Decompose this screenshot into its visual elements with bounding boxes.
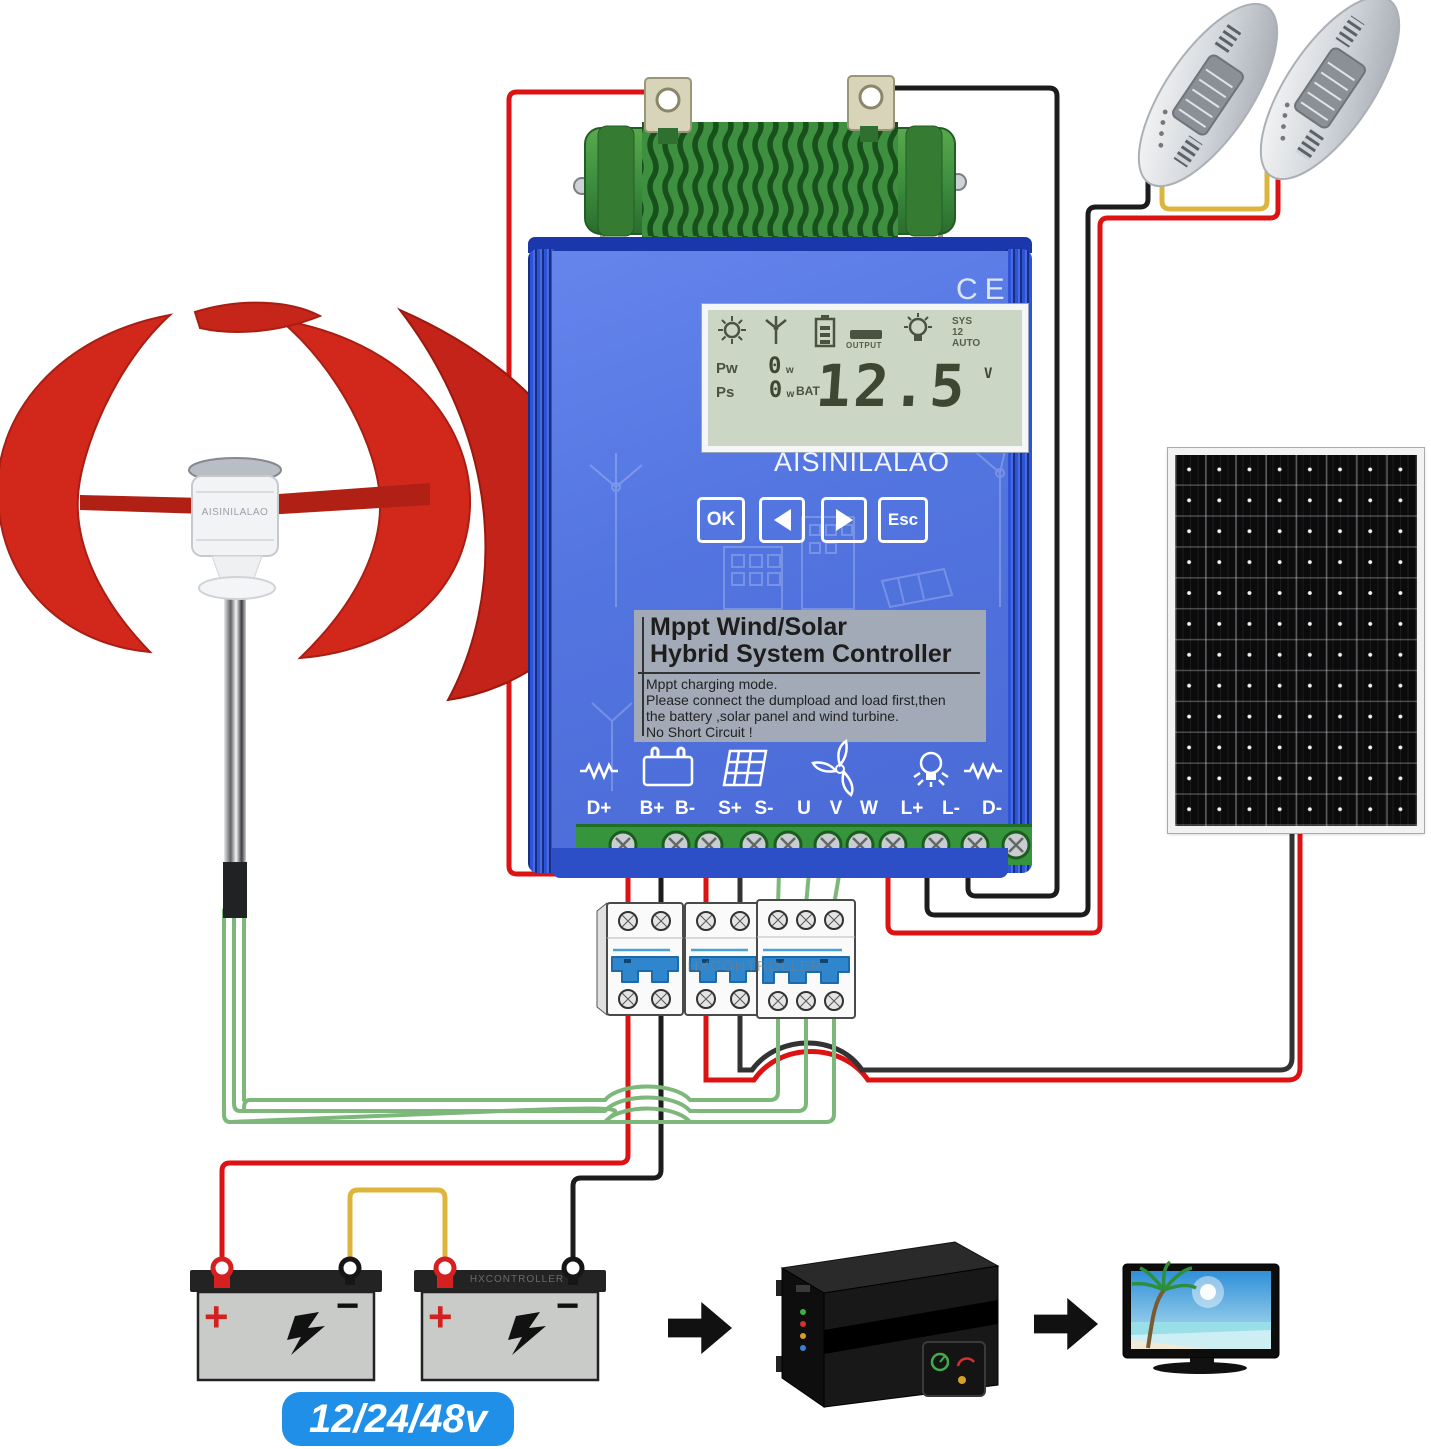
output-bar: [850, 330, 882, 339]
wire-dumpload-positive: [506, 89, 648, 877]
lamp-icon: [904, 313, 932, 341]
turbine-arm-left: [80, 495, 205, 514]
circuit-breaker-1: [596, 902, 684, 1016]
terminal-icons: [580, 739, 1002, 797]
street-light-right: [1259, 0, 1401, 181]
bat-label: BAT: [796, 384, 820, 398]
terminal-label-w: W: [860, 798, 878, 819]
turbine-brand: AISINILALAO: [201, 507, 269, 518]
ce-mark: CE: [956, 273, 1012, 306]
battery1-minus: −: [336, 1284, 360, 1328]
turbine-blade-right: [276, 318, 472, 660]
lcd-display: OUTPUT SYS 12 AUTO Pw 0 w: [702, 304, 1028, 452]
pw-row: Pw 0 w: [716, 354, 794, 379]
sys-indicator: SYS 12 AUTO: [952, 316, 981, 349]
street-light-left: [1137, 2, 1279, 188]
turbine-pole: [224, 570, 246, 862]
lamp-terminal-icon: [913, 751, 949, 787]
terminal-label-lplus: L+: [900, 798, 924, 819]
turbine-pole-foot: [223, 862, 247, 918]
breaker-watermark: HXCONTROLLER: [687, 958, 823, 975]
palm-tree: [1146, 1288, 1166, 1349]
heatsink-fins-left: [528, 249, 554, 873]
led-panel: [1172, 54, 1244, 136]
lightning-icon: [287, 1312, 325, 1355]
led-panel: [1294, 47, 1366, 129]
wire-light-link-yellow: [1159, 155, 1270, 212]
turbine-blade-top: [193, 301, 323, 333]
battery-icon: [814, 315, 836, 348]
label-title: Mppt Wind/Solar Hybrid System Controller: [650, 613, 952, 668]
battery-watermark: HXCONTROLLER: [469, 1274, 565, 1285]
dump-load-resistor: [573, 75, 967, 252]
tv: [1122, 1260, 1280, 1374]
left-arrow-button: [759, 497, 805, 543]
wind-turbine-icon: [765, 316, 787, 344]
breaker-handle: [762, 956, 850, 984]
ps-row: Ps 0 w: [716, 378, 795, 403]
dump-load-coil: [642, 122, 898, 240]
wire-light-negative: [924, 165, 1151, 918]
turbine-arm-right: [265, 483, 430, 515]
controller-brand: AISINILALAO: [773, 447, 951, 477]
terminal-label-sminus: S-: [754, 798, 774, 819]
terminal-label-dplus: D+: [586, 798, 612, 819]
turbine-blade-left: [0, 313, 174, 654]
wire-dumpload-negative: [892, 85, 1060, 899]
sun-icon: [718, 316, 746, 344]
battery-voltage-label: 12/24/48v: [282, 1392, 514, 1446]
terminal-label-dminus: D-: [981, 798, 1003, 819]
right-arrow-icon: [835, 509, 853, 531]
resistor-icon: [964, 761, 1002, 781]
controller-face: CE: [552, 251, 1032, 865]
battery-2: [414, 1256, 606, 1382]
left-arrow-icon: [773, 509, 791, 531]
battery2-minus: −: [556, 1284, 580, 1328]
terminal-ring-negative: [338, 1256, 362, 1285]
battery1-plus: +: [204, 1293, 229, 1340]
clamp-positive: [433, 1256, 457, 1288]
terminal-label-lminus: L-: [942, 798, 960, 819]
wire-battery-link-yellow: [347, 1187, 448, 1268]
battery-terminal-icon: [642, 746, 694, 787]
wire-light-positive: [885, 159, 1281, 936]
circuit-breaker-3: [756, 899, 856, 1019]
wind-turbine-terminal-icon: [811, 739, 854, 797]
inverter-remote-panel: [922, 1341, 986, 1397]
ok-button: OK: [697, 497, 745, 543]
solar-panel-icon: [722, 749, 768, 787]
terminal-label-bplus: B+: [639, 798, 665, 819]
circuit-breaker-2: [684, 902, 762, 1016]
label-rule: [638, 672, 980, 674]
breaker-handle: [611, 956, 679, 983]
right-arrow-button: [821, 497, 867, 543]
voltage-unit: V: [984, 366, 993, 382]
terminal-ring-negative: [561, 1256, 585, 1285]
turbine-flange: [198, 576, 276, 600]
label-left-bar: [642, 617, 644, 736]
clamp-positive: [210, 1256, 234, 1288]
resistor-icon: [580, 761, 618, 781]
terminal-label-splus: S+: [718, 798, 742, 819]
inverter: [776, 1241, 1000, 1408]
terminal-label-v: V: [829, 798, 843, 819]
controller-top-bar: [528, 237, 1032, 253]
controller-bottom-strip: [552, 848, 1008, 878]
wind-turbine: [0, 301, 607, 918]
terminal-label-bminus: B-: [674, 798, 696, 819]
esc-button: Esc: [878, 497, 928, 543]
info-label: Mppt Wind/Solar Hybrid System Controller…: [634, 610, 986, 742]
battery-voltage: 12.5: [813, 352, 971, 420]
label-notes: Mppt charging mode. Please connect the d…: [646, 676, 946, 740]
solar-cells: [1175, 455, 1417, 826]
battery-1: [190, 1256, 382, 1382]
solar-panel: [1167, 447, 1425, 834]
lightning-icon: [508, 1312, 546, 1355]
terminal-label-u: U: [797, 798, 811, 819]
battery2-plus: +: [428, 1293, 453, 1340]
output-label: OUTPUT: [846, 341, 882, 350]
mppt-controller: CE: [528, 237, 1032, 878]
